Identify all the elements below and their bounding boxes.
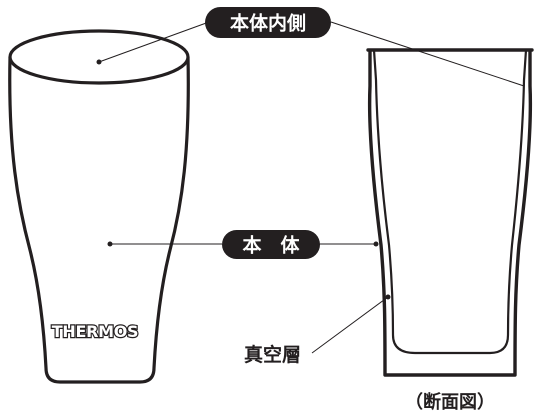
leader-dot-inner-left xyxy=(96,59,102,65)
callout-body: 本 体 xyxy=(107,230,379,259)
label-vacuum-layer: 真空層 xyxy=(244,343,301,366)
label-body: 本 体 xyxy=(242,234,300,257)
leader-dot-body-left xyxy=(107,241,113,247)
label-pill-inner-surface xyxy=(205,7,331,38)
tumbler-body-outline xyxy=(8,56,190,384)
tumbler-rim xyxy=(8,29,190,85)
leader-inner-right xyxy=(330,21,525,87)
tumbler-cross-section: （断面図） xyxy=(366,48,534,413)
leader-dot-body-right xyxy=(373,241,379,247)
label-pill-body xyxy=(222,230,320,259)
leader-inner-left xyxy=(98,21,210,63)
cross-section-outer-wall xyxy=(367,50,533,377)
callout-vacuum-layer: 真空層 xyxy=(244,294,391,366)
cross-section-inner-wall xyxy=(372,49,528,355)
tumbler-exterior-view: THERMOS xyxy=(8,29,190,384)
callout-inner-surface: 本体内側 xyxy=(96,7,525,87)
thermos-logo: THERMOS xyxy=(52,322,139,341)
leader-vacuum xyxy=(311,296,389,354)
leader-dot-vacuum xyxy=(385,294,391,300)
cross-section-caption: （断面図） xyxy=(405,391,495,413)
label-inner-surface: 本体内側 xyxy=(230,12,306,35)
